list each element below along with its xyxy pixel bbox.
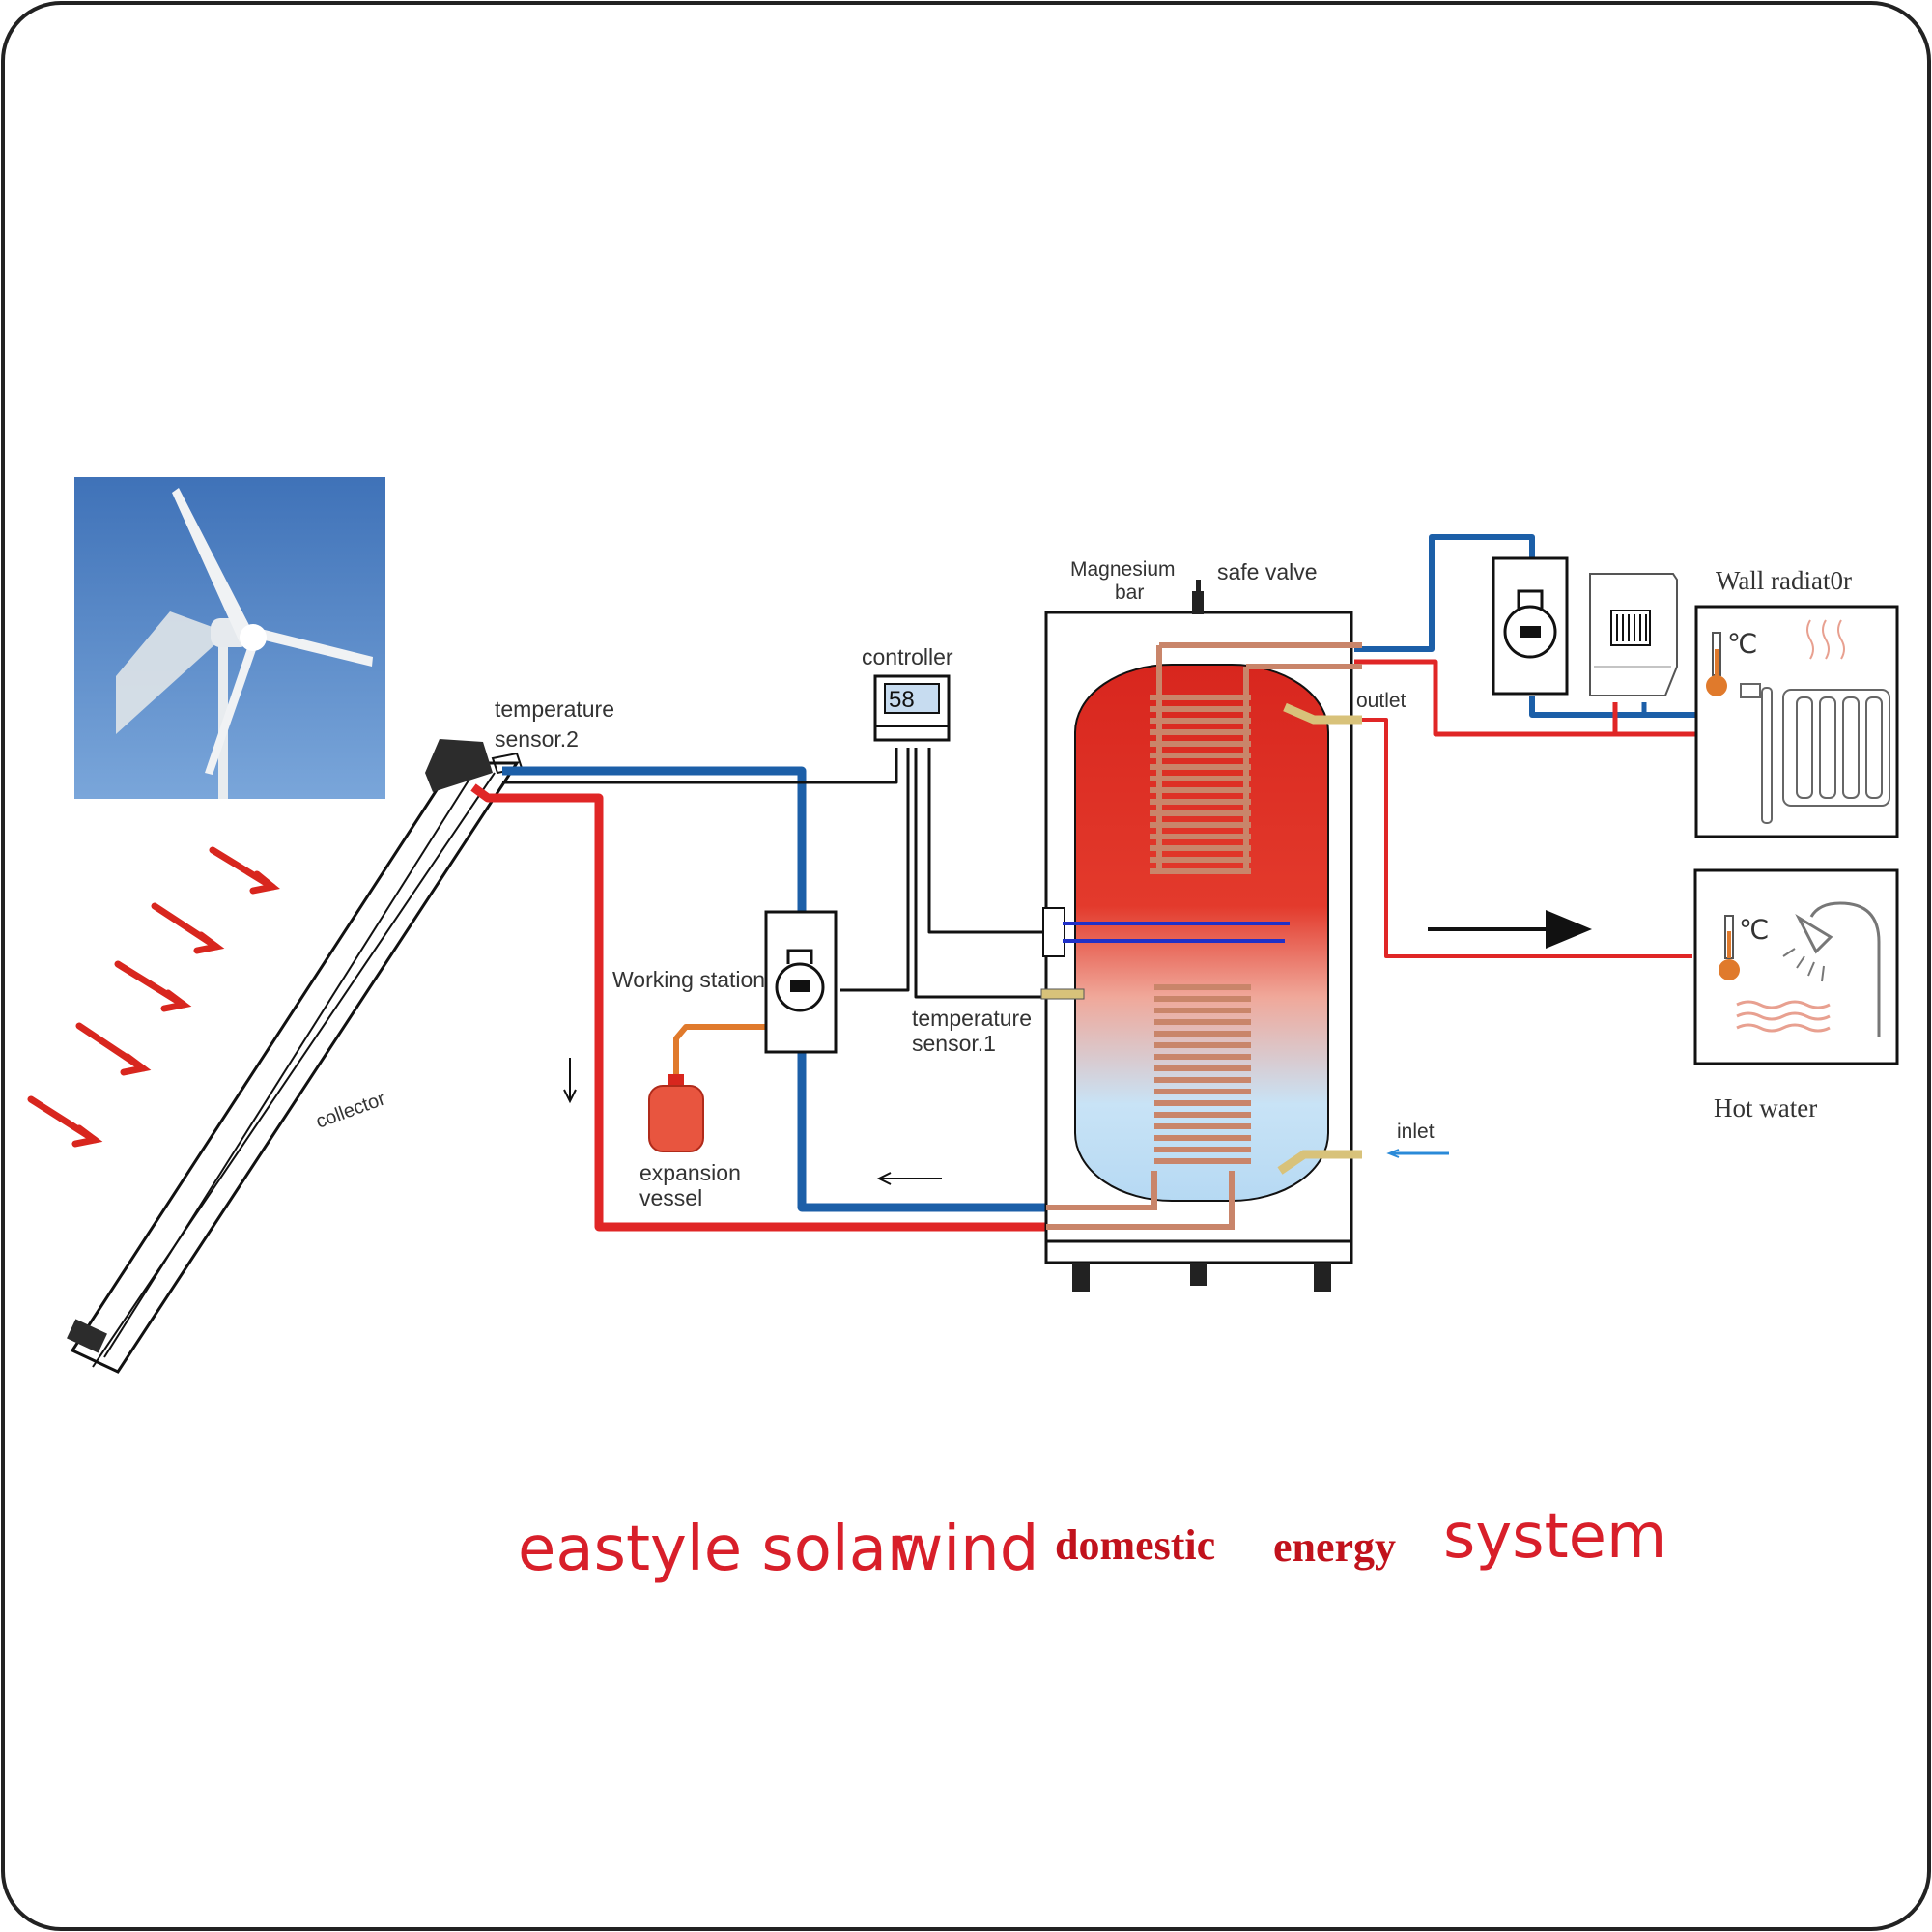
upper-heating-coil [1150, 642, 1362, 874]
working-station: Working station [612, 910, 838, 1054]
svg-text:sensor.1: sensor.1 [912, 1031, 996, 1056]
pump-icon [775, 949, 825, 1012]
collector-label: collector [313, 1088, 388, 1132]
magnesium-bar-label: Magnesium bar [1070, 558, 1176, 604]
radiator-icon [1740, 683, 1890, 824]
expansion-vessel: expansion vessel [639, 1074, 741, 1210]
boiler-icon [1040, 580, 1362, 1292]
heat-waves [1806, 619, 1845, 660]
page-title: eastyle solar wind domestic energy syste… [518, 1501, 1666, 1585]
svg-text:Working station: Working station [612, 967, 765, 992]
svg-text:temperature: temperature [495, 696, 614, 722]
wall-boiler-icon [1589, 573, 1678, 696]
temperature-sensor-2-label: temperature sensor.2 [495, 696, 614, 752]
thermometer-icon: ℃ [1719, 914, 1769, 980]
svg-text:℃: ℃ [1739, 914, 1769, 946]
svg-text:℃: ℃ [1727, 628, 1757, 660]
radiator-pump-station [1492, 556, 1569, 696]
controller-display: 58 [889, 687, 915, 713]
svg-text:temperature: temperature [912, 1006, 1032, 1031]
svg-text:energy: energy [1273, 1523, 1396, 1571]
svg-text:domestic: domestic [1055, 1521, 1215, 1569]
svg-text:expansion: expansion [639, 1160, 741, 1185]
outlet-label: outlet [1356, 690, 1406, 712]
thermometer-icon: ℃ [1706, 628, 1757, 696]
inlet-label: inlet [1397, 1121, 1435, 1143]
hot-water-outlet: ℃ Hot water [1693, 868, 1899, 1122]
temperature-sensor-1-label: temperature sensor.1 [912, 1006, 1032, 1056]
flow-arrow-icon [563, 1058, 942, 1185]
svg-text:Magnesium: Magnesium [1070, 558, 1176, 581]
hot-water-waves [1736, 1000, 1831, 1033]
svg-text:wind: wind [893, 1514, 1038, 1585]
svg-text:sensor.2: sensor.2 [495, 726, 579, 752]
svg-text:controller: controller [862, 644, 953, 669]
svg-text:vessel: vessel [639, 1185, 702, 1210]
svg-text:bar: bar [1115, 582, 1144, 604]
svg-text:eastyle solar: eastyle solar [518, 1514, 913, 1585]
svg-text:system: system [1443, 1501, 1666, 1573]
solar-collector-icon [67, 739, 524, 1374]
electric-heater [1042, 907, 1290, 957]
svg-text:Hot water: Hot water [1714, 1094, 1817, 1122]
wind-turbine-photo [74, 477, 385, 799]
controller: controller 58 [862, 644, 953, 742]
shower-icon [1782, 901, 1881, 1037]
sun-ray-arrows [27, 846, 280, 1148]
svg-text:Wall radiat0r: Wall radiat0r [1716, 566, 1852, 595]
wall-radiator: Wall radiat0r ℃ [1694, 566, 1899, 838]
safe-valve-label: safe valve [1217, 559, 1318, 584]
lower-heating-coil [1046, 984, 1251, 1230]
